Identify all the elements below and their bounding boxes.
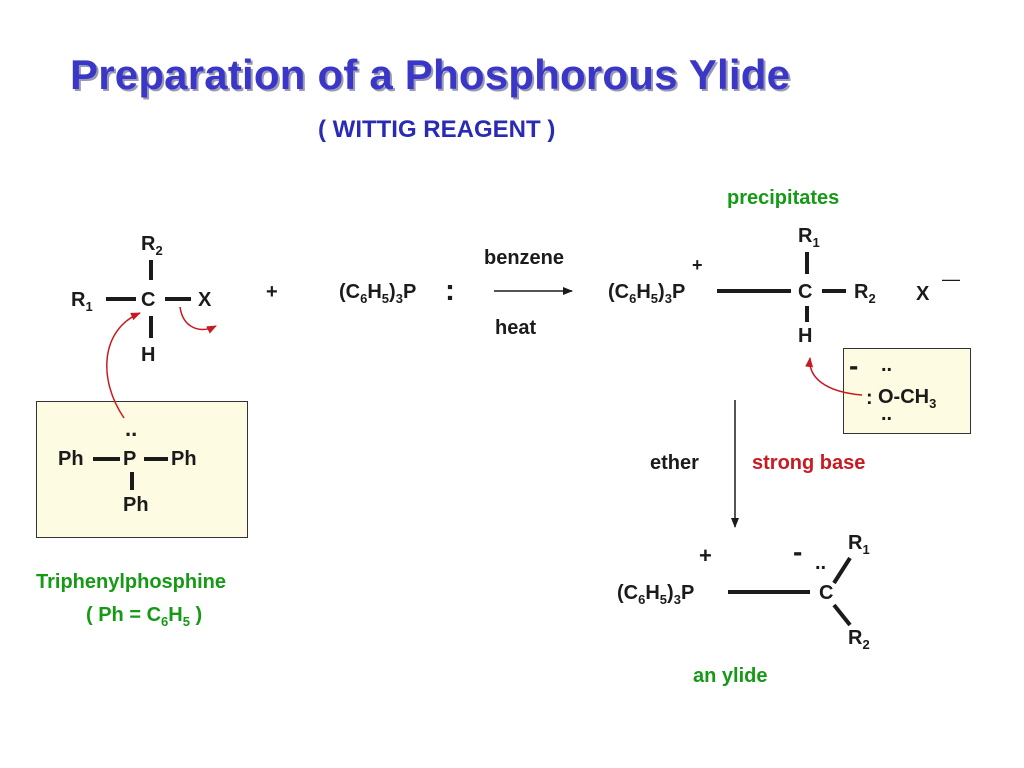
reactant-halogen-x: X [198, 289, 212, 311]
salt-anion-charge: — [942, 269, 960, 289]
curved-arrow-base-to-h [805, 357, 863, 396]
salt-r1: R1 [798, 225, 820, 250]
phosphine-bond-left [93, 457, 120, 461]
reactant-r2: R2 [141, 233, 163, 258]
curved-arrow-cx-to-x [179, 306, 217, 334]
salt-plus-charge: + [692, 255, 703, 275]
salt-phosphonium-formula: (C6H5)3P [608, 281, 686, 306]
methoxide-lone-pair-bottom: .. [881, 403, 893, 425]
triphenylphosphine-structure-box [36, 401, 248, 538]
phosphine-bond-right [144, 457, 168, 461]
condition-strong-base: strong base [752, 452, 866, 474]
methoxide-group: O-CH3 [878, 386, 937, 411]
reagent-lone-pair: : [445, 274, 455, 307]
phosphine-definition: ( Ph = C6H5 ) [86, 604, 203, 629]
precipitates-label: precipitates [727, 187, 840, 209]
reactant-bond-c-x [165, 297, 191, 301]
ylide-r1: R1 [848, 532, 870, 557]
ylide-plus-charge: + [699, 543, 712, 568]
ylide-minus-charge: - [793, 536, 803, 567]
methoxide-structure-box [843, 348, 971, 434]
reactant-bond-c-h [149, 316, 153, 338]
phosphine-ph-right: Ph [171, 448, 197, 470]
page-title: Preparation of a Phosphorous Ylide [70, 51, 791, 98]
phosphine-p-atom: P [123, 448, 137, 470]
methoxide-lone-pair-left: : [866, 387, 873, 409]
curved-arrow-p-to-c [106, 312, 141, 419]
salt-carbon: C [798, 281, 813, 303]
ylide-lone-pair: .. [815, 552, 827, 574]
methoxide-negative-charge: - [849, 350, 859, 381]
phosphine-lone-pair: .. [125, 416, 138, 441]
reactant-bond-c-r2 [149, 260, 153, 280]
condition-ether: ether [650, 452, 699, 474]
ylide-bond-c-r2 [832, 603, 852, 627]
salt-anion-x: X [916, 283, 930, 305]
ylide-carbon: C [819, 582, 834, 604]
reactant-bond-c-r1 [106, 297, 136, 301]
phosphine-ph-bottom: Ph [123, 494, 149, 516]
salt-bond-c-r1 [805, 252, 809, 274]
ylide-bond-p-c [728, 590, 810, 594]
salt-bond-c-r2 [822, 289, 846, 293]
salt-bond-p-c [717, 289, 791, 293]
page-subtitle: ( WITTIG REAGENT ) [318, 116, 556, 143]
ylide-phosphorus-formula: (C6H5)3P [617, 582, 695, 607]
condition-benzene: benzene [484, 247, 565, 269]
ylide-r2: R2 [848, 627, 870, 652]
phosphine-name: Triphenylphosphine [36, 571, 227, 593]
reactant-r1: R1 [71, 289, 93, 314]
ylide-bond-c-r1 [832, 556, 852, 585]
reactant-carbon: C [141, 289, 156, 311]
salt-r2: R2 [854, 281, 876, 306]
reactant-hydrogen: H [141, 344, 156, 366]
ylide-label: an ylide [693, 665, 768, 687]
salt-bond-c-h [805, 306, 809, 322]
plus-sign: + [266, 281, 278, 303]
condition-heat: heat [495, 317, 537, 339]
methoxide-lone-pair-top: .. [881, 354, 893, 376]
phosphine-bond-bottom [130, 472, 134, 490]
salt-hydrogen: H [798, 325, 813, 347]
phosphine-ph-left: Ph [58, 448, 84, 470]
reagent-triphenylphosphine-formula: (C6H5)3P [339, 281, 417, 306]
